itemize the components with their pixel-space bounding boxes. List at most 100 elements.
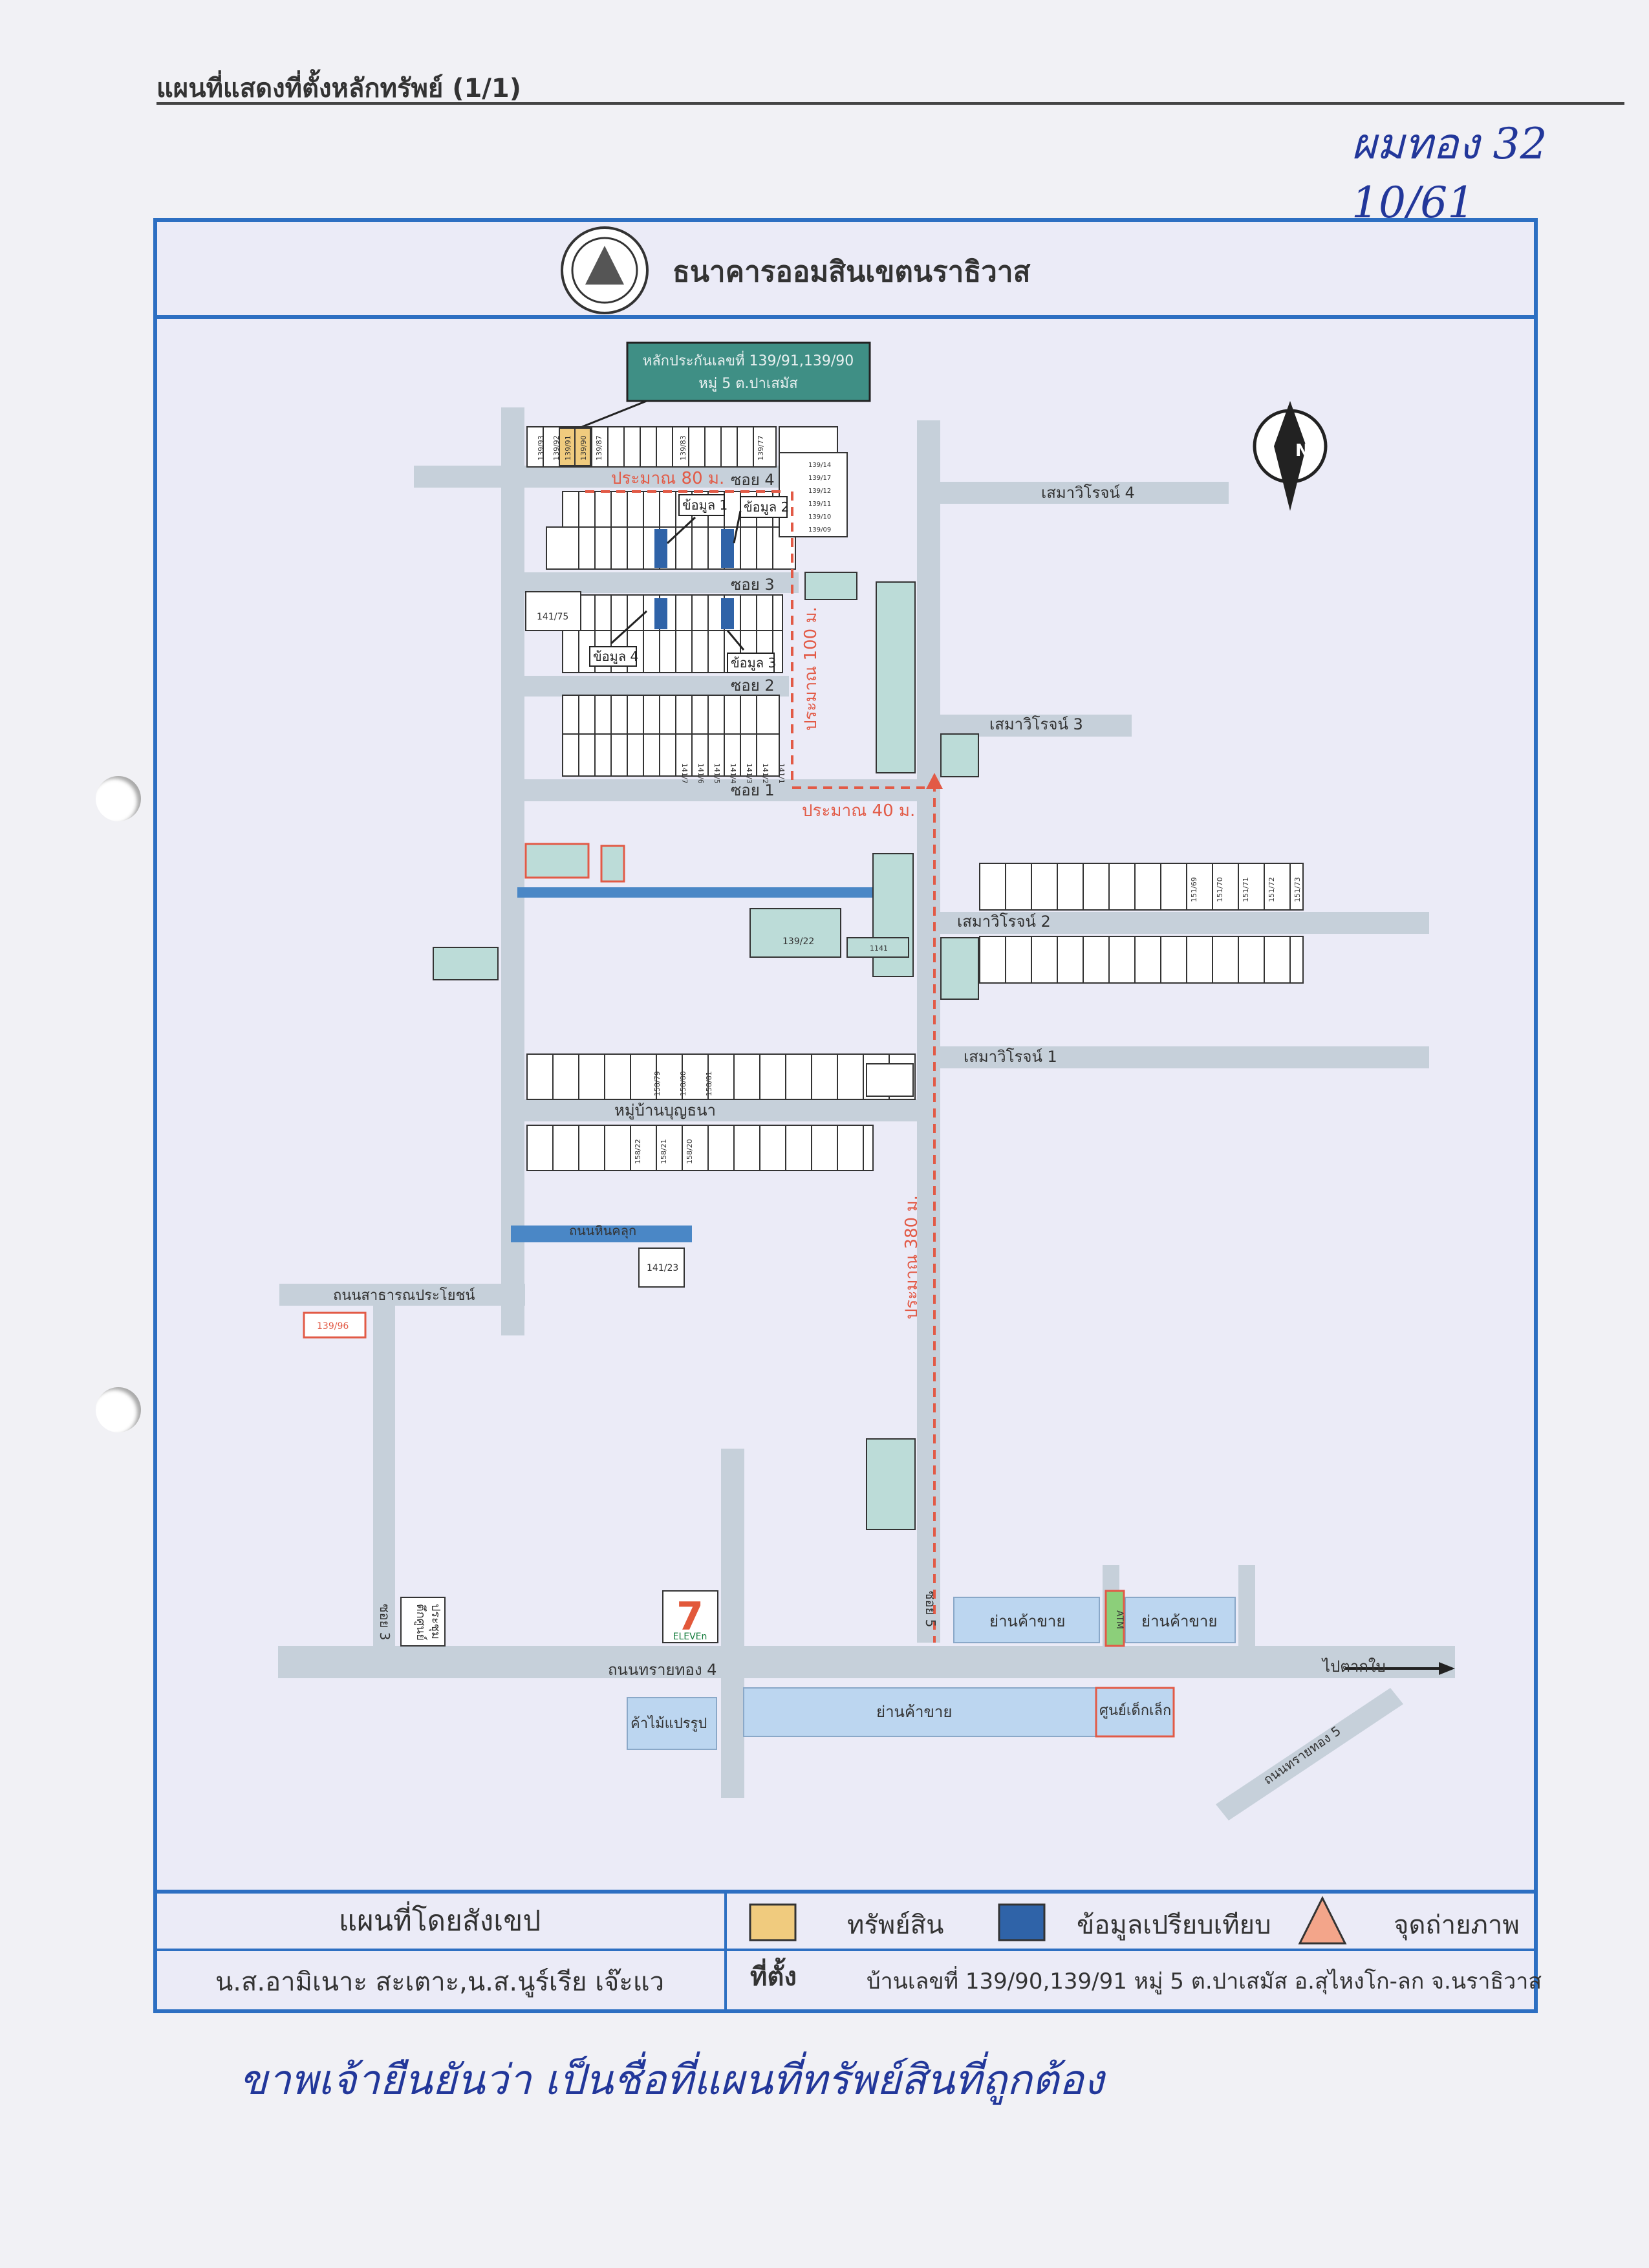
- label-data-3: ข้อมูล 3: [731, 655, 776, 671]
- map-shape: [578, 695, 757, 776]
- label-semawiroj1: เสมาวิโรจน์ 1: [964, 1048, 1057, 1066]
- map-shape: [666, 516, 696, 545]
- plot-158-21-label: 158/21: [660, 1139, 668, 1164]
- plot-139-11-label: 139/11: [808, 501, 831, 508]
- plot-141-3-label: 141/3: [745, 763, 753, 784]
- plot-139-12-label: 139/12: [808, 488, 831, 495]
- label-temple-1: ตึกศูนย์: [414, 1604, 427, 1641]
- plot-139-83-label: 139/83: [679, 435, 687, 460]
- map-shape: [562, 695, 780, 735]
- compare-bar-4: [721, 598, 734, 629]
- plot-141-7-label: 141/7: [680, 763, 689, 784]
- plot-139-14-label: 139/14: [808, 462, 831, 469]
- plot-158-22-label: 158/22: [634, 1139, 642, 1164]
- plot-141-1-label: 141/1: [777, 763, 786, 784]
- label-soi4: ซอย 4: [731, 471, 775, 489]
- legend-compare-swatch: [998, 1903, 1046, 1941]
- compare-bar-2: [721, 529, 734, 568]
- plot-139-91-label: 139/91: [564, 435, 572, 460]
- map-shape: [662, 1590, 718, 1643]
- plot-151-70-label: 151/70: [1216, 877, 1224, 902]
- label-atm: ATM: [1114, 1610, 1125, 1629]
- place-labels: ย่านค้าขาย ย่านค้าขาย ย่านค้าขาย ค้าไม้แ…: [414, 1604, 1217, 1732]
- compass-n: N: [1295, 441, 1310, 460]
- label-data-2: ข้อมูล 2: [744, 499, 789, 515]
- roads: [278, 407, 1455, 1820]
- label-distance-100: ประมาณ 100 ม.: [801, 607, 821, 731]
- map-shape: [610, 610, 648, 645]
- label-public-road: ถนนสาธารณประโยชน์: [333, 1287, 475, 1304]
- building-soi3-east: [804, 572, 857, 600]
- label-village: หมู่บ้านบุญธนา: [614, 1101, 716, 1120]
- label-data-1: ข้อมูล 1: [682, 497, 727, 513]
- plot-139-87-label: 139/87: [595, 435, 603, 460]
- map-shape: [940, 937, 979, 1000]
- asset-callout-line2: หมู่ 5 ต.ปาเสมัส: [698, 376, 798, 392]
- plot-139-77-label: 139/77: [757, 435, 765, 460]
- handwritten-note-top: ผมทอง 32 10/61: [1352, 119, 1547, 228]
- plot-139-93-label: 139/93: [537, 435, 545, 460]
- map-shape: [953, 1597, 1100, 1643]
- bank-logo: [561, 226, 649, 314]
- road-soi1: [511, 779, 925, 801]
- label-semawiroj3: เสมาวิโรจน์ 3: [989, 715, 1083, 733]
- map-shape: [562, 733, 780, 777]
- plot-158-79-label: 158/79: [653, 1071, 662, 1096]
- map-shape: [749, 908, 841, 958]
- plot-139-22-label: 139/22: [782, 936, 814, 947]
- plot-139-96: [303, 1312, 367, 1339]
- label-shop-1: ย่านค้าขาย: [989, 1612, 1065, 1630]
- plot-139-09-label: 139/09: [808, 526, 831, 534]
- label-distance-40: ประมาณ 40 ม.: [802, 801, 915, 821]
- road-stub-2: [1238, 1565, 1255, 1649]
- road-north-short: [721, 1449, 744, 1798]
- road-west-vertical: [501, 407, 524, 1335]
- label-semawiroj2: เสมาวิโรจน์ 2: [957, 913, 1051, 931]
- map-shape: [552, 1054, 890, 1099]
- childcare-box: [1095, 1687, 1175, 1738]
- plot-139-10-label: 139/10: [808, 513, 831, 521]
- temple-box: [400, 1597, 446, 1647]
- map-shape: [743, 1687, 1097, 1737]
- label-semawiroj4: เสมาวิโรจน์ 4: [1041, 484, 1135, 502]
- plot-151-73-label: 151/73: [1293, 877, 1302, 902]
- legend-photo-icon: [1298, 1895, 1347, 1945]
- plot-141-23-label: 141/23: [647, 1263, 678, 1273]
- plot-139-17-label: 139/17: [808, 475, 831, 482]
- plot-139-14-block: [779, 452, 848, 537]
- label-temple-2: ประชุม: [429, 1604, 442, 1639]
- footer-address: บ้านเลขที่ 139/90,139/91 หมู่ 5 ต.ปาเสมั…: [867, 1966, 1542, 1994]
- plot-red-outline-2: [600, 845, 625, 883]
- plot-151-71-label: 151/71: [1242, 877, 1250, 902]
- distance-labels: ประมาณ 80 ม. ประมาณ 100 ม. ประมาณ 40 ม. …: [611, 469, 921, 1319]
- label-wood-shop: ค้าไม้แปรรูป: [630, 1715, 707, 1732]
- map-shape: [571, 237, 638, 304]
- map-shape: [979, 936, 1304, 984]
- plot-labels: 141/75 139/22 1141 141/23 139/96 139/93 …: [317, 435, 1302, 1332]
- teal-buildings: [433, 581, 979, 1530]
- label-to-takbai: ไปตากใบ: [1321, 1658, 1386, 1676]
- road-soi5-vertical: [917, 420, 940, 1643]
- plot-139-96-label: 139/96: [317, 1321, 349, 1332]
- map-shape: [1125, 1597, 1236, 1643]
- map-shape: [678, 494, 725, 516]
- map-shape: [627, 1697, 717, 1750]
- punch-hole: [96, 776, 141, 821]
- road-soi2: [511, 676, 789, 697]
- plot-139-90-label: 139/90: [579, 435, 588, 460]
- plot-141-75-label: 141/75: [537, 612, 568, 622]
- plot-1141-label: 1141: [870, 944, 888, 953]
- map-shape: [846, 937, 909, 958]
- road-soi3-lower: [373, 1293, 395, 1656]
- label-soi2: ซอย 2: [731, 676, 775, 695]
- plot-151-69-label: 151/69: [1190, 877, 1198, 902]
- map-shape: [589, 646, 637, 667]
- road-semawiroj1: [938, 1046, 1429, 1068]
- plot-141-2-label: 141/2: [761, 763, 770, 784]
- label-soi5: ซอย 5: [923, 1591, 938, 1627]
- asset-plot-139-90: [574, 427, 591, 466]
- map-shape: [1005, 863, 1291, 910]
- punch-hole: [96, 1387, 141, 1432]
- asset-callout-box: [626, 341, 871, 402]
- blue-canal: [517, 887, 879, 898]
